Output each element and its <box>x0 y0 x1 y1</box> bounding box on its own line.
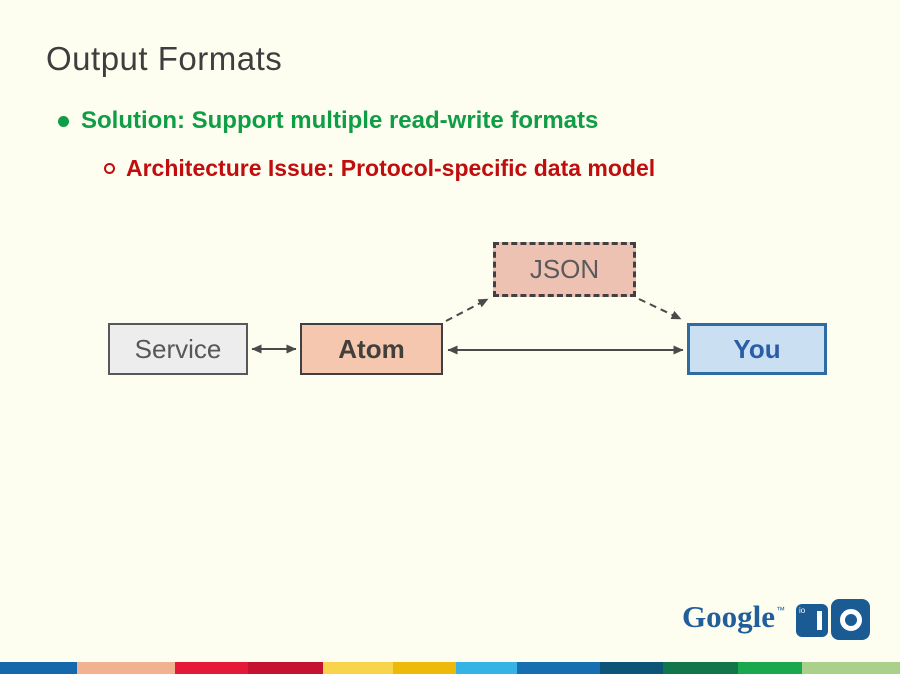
node-service: Service <box>108 323 248 375</box>
stripe-segment <box>248 662 323 674</box>
bullet-solution: Solution: Support multiple read-write fo… <box>58 107 598 135</box>
stripe-segment <box>456 662 517 674</box>
slide-title: Output Formats <box>46 40 283 77</box>
stripe-segment <box>663 662 738 674</box>
node-you-label: You <box>733 333 781 364</box>
stripe-segment <box>175 662 248 674</box>
google-wordmark: Google <box>682 599 775 634</box>
node-service-label: Service <box>134 333 222 364</box>
edge-json-you <box>638 298 682 320</box>
node-json: JSON <box>493 242 636 297</box>
node-you: You <box>687 323 827 375</box>
trademark-symbol: ™ <box>776 605 785 615</box>
io-badge-large <box>831 599 870 640</box>
bullet-circle-icon <box>104 163 115 174</box>
io-badge-caption: io <box>799 606 806 615</box>
edge-atom-json <box>445 298 489 322</box>
stripe-segment <box>393 662 456 674</box>
io-badge-small: io <box>796 604 828 637</box>
stripe-segment <box>323 662 393 674</box>
node-atom-label: Atom <box>338 333 405 364</box>
google-io-logo: Google ™ io <box>682 597 870 640</box>
bullet-architecture-issue: Architecture Issue: Protocol-specific da… <box>104 155 655 182</box>
stripe-segment <box>600 662 663 674</box>
bullet-disc-icon <box>58 116 69 127</box>
stripe-segment <box>77 662 175 674</box>
stripe-segment <box>802 662 900 674</box>
bottom-color-stripe <box>0 662 900 674</box>
stripe-segment <box>517 662 600 674</box>
letter-i-glyph <box>817 611 822 630</box>
bullet-architecture-text: Architecture Issue: Protocol-specific da… <box>126 155 656 181</box>
node-json-label: JSON <box>529 254 600 284</box>
stripe-segment <box>0 662 77 674</box>
letter-o-glyph <box>839 608 862 631</box>
stripe-segment <box>738 662 802 674</box>
node-atom: Atom <box>300 323 443 375</box>
bullet-solution-text: Solution: Support multiple read-write fo… <box>81 107 599 134</box>
